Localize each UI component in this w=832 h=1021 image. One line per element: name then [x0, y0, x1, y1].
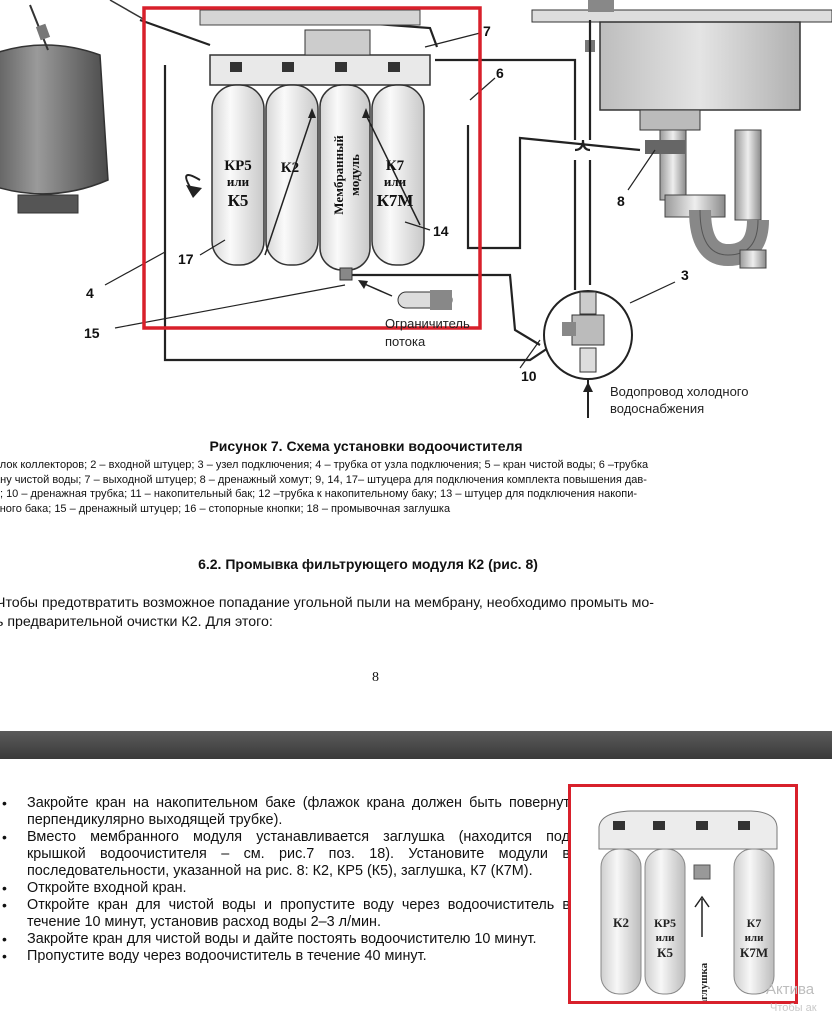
activation-watermark: Актива [766, 981, 815, 998]
drain-pipe [645, 129, 769, 269]
legend-line: ану чистой воды; 7 – выходной штуцер; 8 … [0, 473, 647, 486]
page-number: 8 [372, 670, 379, 685]
fig8-kp5-label-2: или [656, 932, 676, 944]
section-6-2-title: 6.2. Промывка фильтрующего модуля К2 (ри… [198, 556, 538, 572]
callout-10: 10 [521, 368, 537, 384]
connection-node [543, 290, 633, 418]
fig8-k7-label-1: К7 [747, 916, 762, 930]
callout-3: 3 [681, 267, 689, 283]
water-supply-label-2: водоснабжения [610, 401, 704, 416]
figure-7-legend: блок коллекторов; 2 – входной штуцер; 3 … [0, 458, 794, 516]
page-separator [0, 731, 832, 759]
module-kp5-label-3: К5 [228, 191, 249, 210]
module-kp5-label-2: или [227, 174, 250, 189]
intro-line: Чтобы предотвратить возможное попадание … [0, 595, 654, 611]
water-supply-label-1: Водопровод холодного [610, 384, 749, 399]
flow-limiter [358, 280, 453, 310]
module-k7-label-2: или [384, 174, 407, 189]
flush-steps-list: Закройте кран на накопительном баке (фла… [0, 795, 570, 965]
section-6-2-intro: Чтобы предотвратить возможное попадание … [0, 594, 796, 632]
sink [531, 0, 832, 131]
list-item: Откройте кран для чистой воды и пропусти… [0, 897, 570, 931]
callout-6: 6 [496, 65, 504, 81]
legend-line: ьного бака; 15 – дренажный штуцер; 16 – … [0, 502, 451, 515]
fig8-plug-label: Заглушка [698, 962, 710, 1001]
legend-line: блок коллекторов; 2 – входной штуцер; 3 … [0, 459, 649, 471]
module-k2-label: К2 [281, 160, 299, 176]
list-item: Пропустите воду через водоочиститель в т… [0, 948, 570, 965]
callout-8: 8 [617, 193, 625, 209]
filter-block [185, 9, 431, 281]
flow-limiter-label-1: Ограничитель [385, 316, 470, 331]
storage-tank [0, 0, 146, 214]
membrane-label-2: модуль [347, 154, 362, 196]
list-item: Закройте кран для чистой воды и дайте по… [0, 931, 570, 948]
module-k7-label-1: К7 [386, 158, 405, 174]
fig8-k7-label-2: или [745, 932, 765, 944]
figure-8-photo: К2 КР5 или К5 К7 или К7М Заглушка [568, 784, 798, 1011]
figure-8-modules-illustration: К2 КР5 или К5 К7 или К7М Заглушка [598, 810, 778, 1011]
fig8-kp5-label-3: К5 [657, 945, 673, 960]
membrane-label-1: Мембранный [331, 135, 346, 215]
fig8-k7-label-3: К7М [740, 945, 768, 960]
document-page-9: Закройте кран на накопительном баке (фла… [0, 759, 832, 1021]
legend-line: я; 10 – дренажная трубка; 11 – накопител… [0, 488, 638, 501]
fig8-kp5-label-1: КР5 [654, 916, 676, 930]
callout-4: 4 [86, 285, 94, 301]
module-kp5-label-1: КР5 [224, 158, 252, 174]
list-item: Вместо мембранного модуля устанавливаетс… [0, 829, 570, 880]
callout-14: 14 [433, 223, 449, 239]
document-page-8: 7 6 8 4 17 14 15 10 3 КР5 или К5 К2 К7 и… [0, 0, 832, 685]
figure-7-installation-diagram: 7 6 8 4 17 14 15 10 3 КР5 или К5 К2 К7 и… [0, 0, 832, 418]
intro-line: ь предварительной очистки К2. Для этого: [0, 614, 273, 630]
highlight-frame [142, 6, 482, 330]
activation-watermark-sub: Чтобы ак [770, 1002, 817, 1014]
flow-limiter-label-2: потока [385, 334, 426, 349]
module-k7-label-3: К7М [377, 191, 414, 210]
callout-17: 17 [178, 251, 194, 267]
figure-7-title: Рисунок 7. Схема установки водоочистител… [209, 438, 523, 454]
callout-15: 15 [84, 325, 100, 341]
fig8-k2-label: К2 [613, 915, 629, 930]
list-item: Закройте кран на накопительном баке (фла… [0, 795, 570, 829]
callout-7: 7 [483, 23, 491, 39]
list-item: Откройте входной кран. [0, 880, 570, 897]
